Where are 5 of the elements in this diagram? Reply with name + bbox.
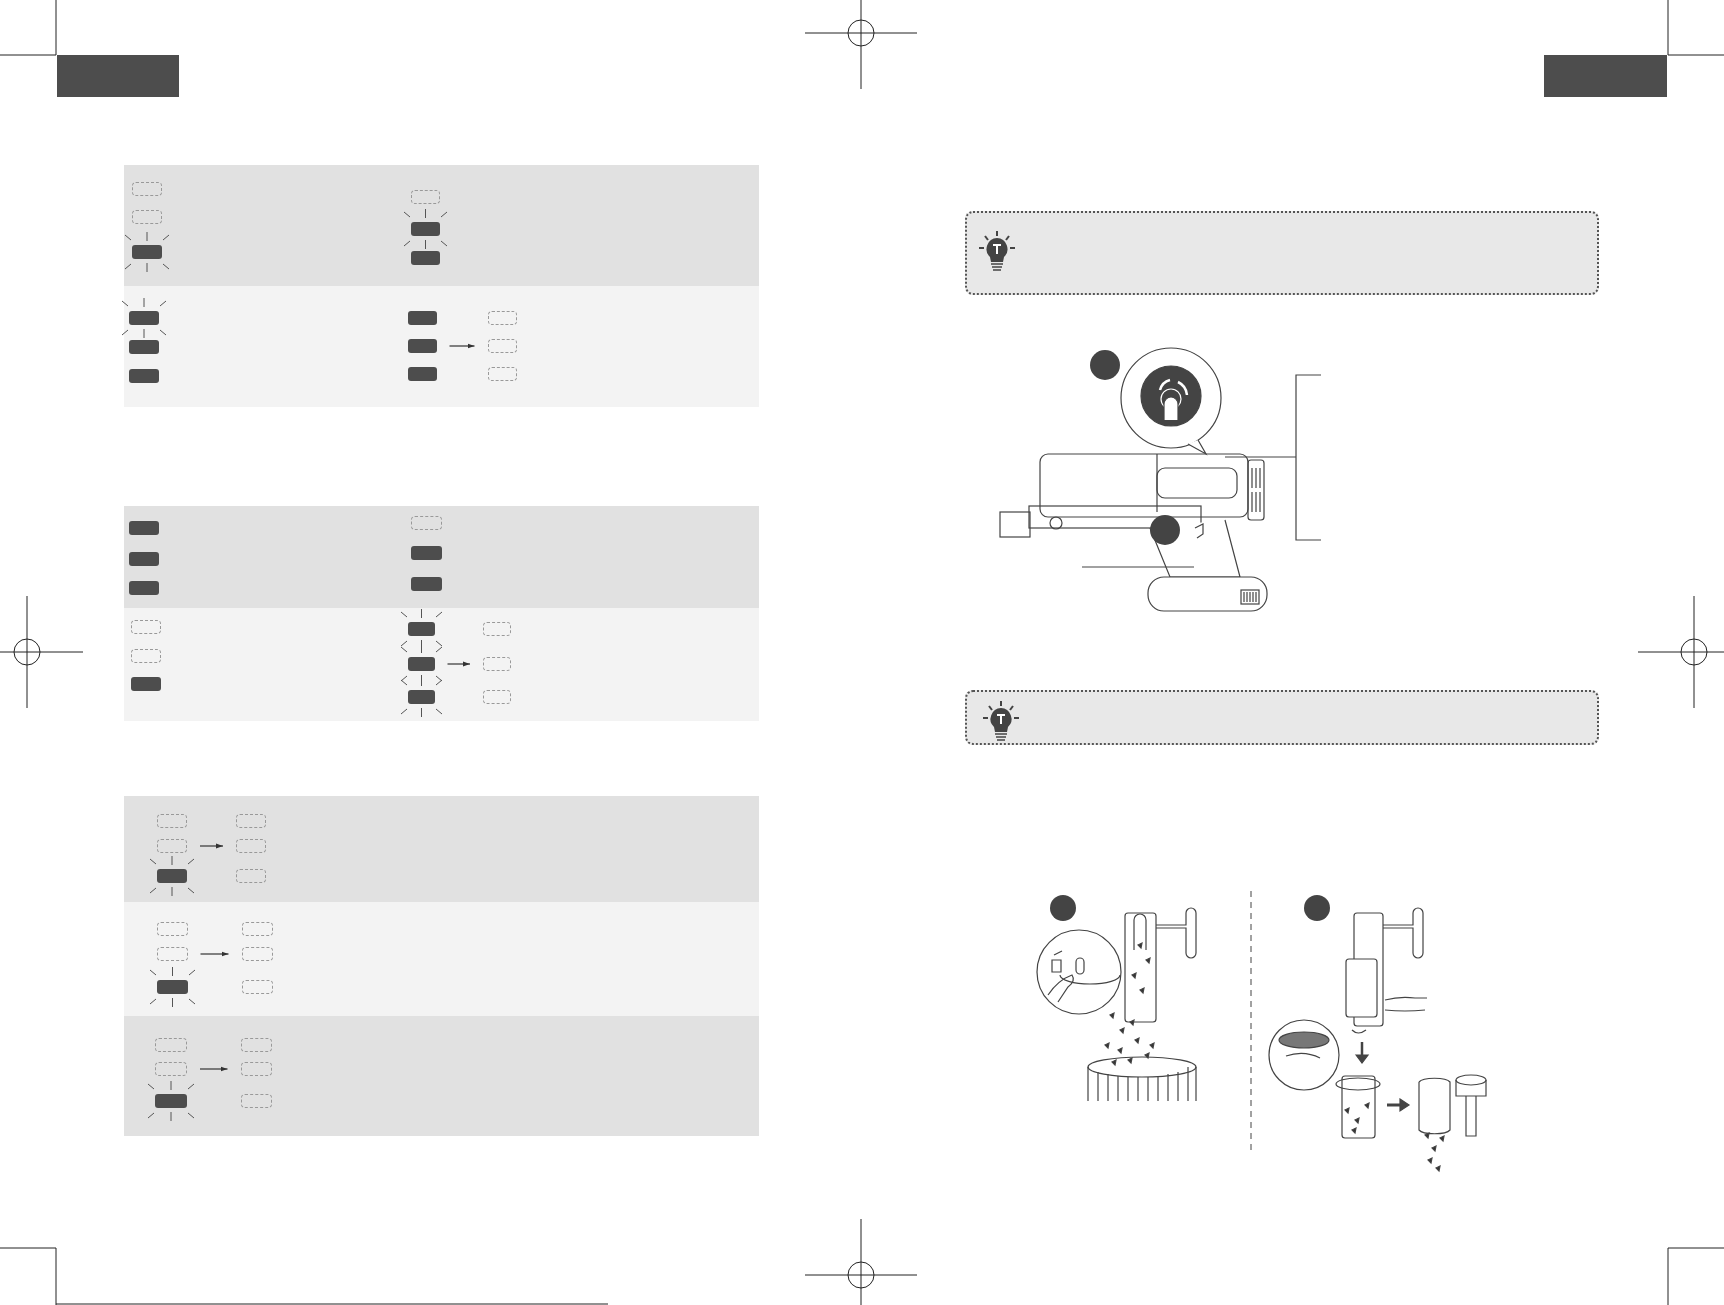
arrow [448, 343, 476, 349]
arrow [199, 951, 230, 957]
arrow [446, 661, 471, 667]
arrow [199, 1066, 229, 1072]
arrow [199, 843, 224, 849]
